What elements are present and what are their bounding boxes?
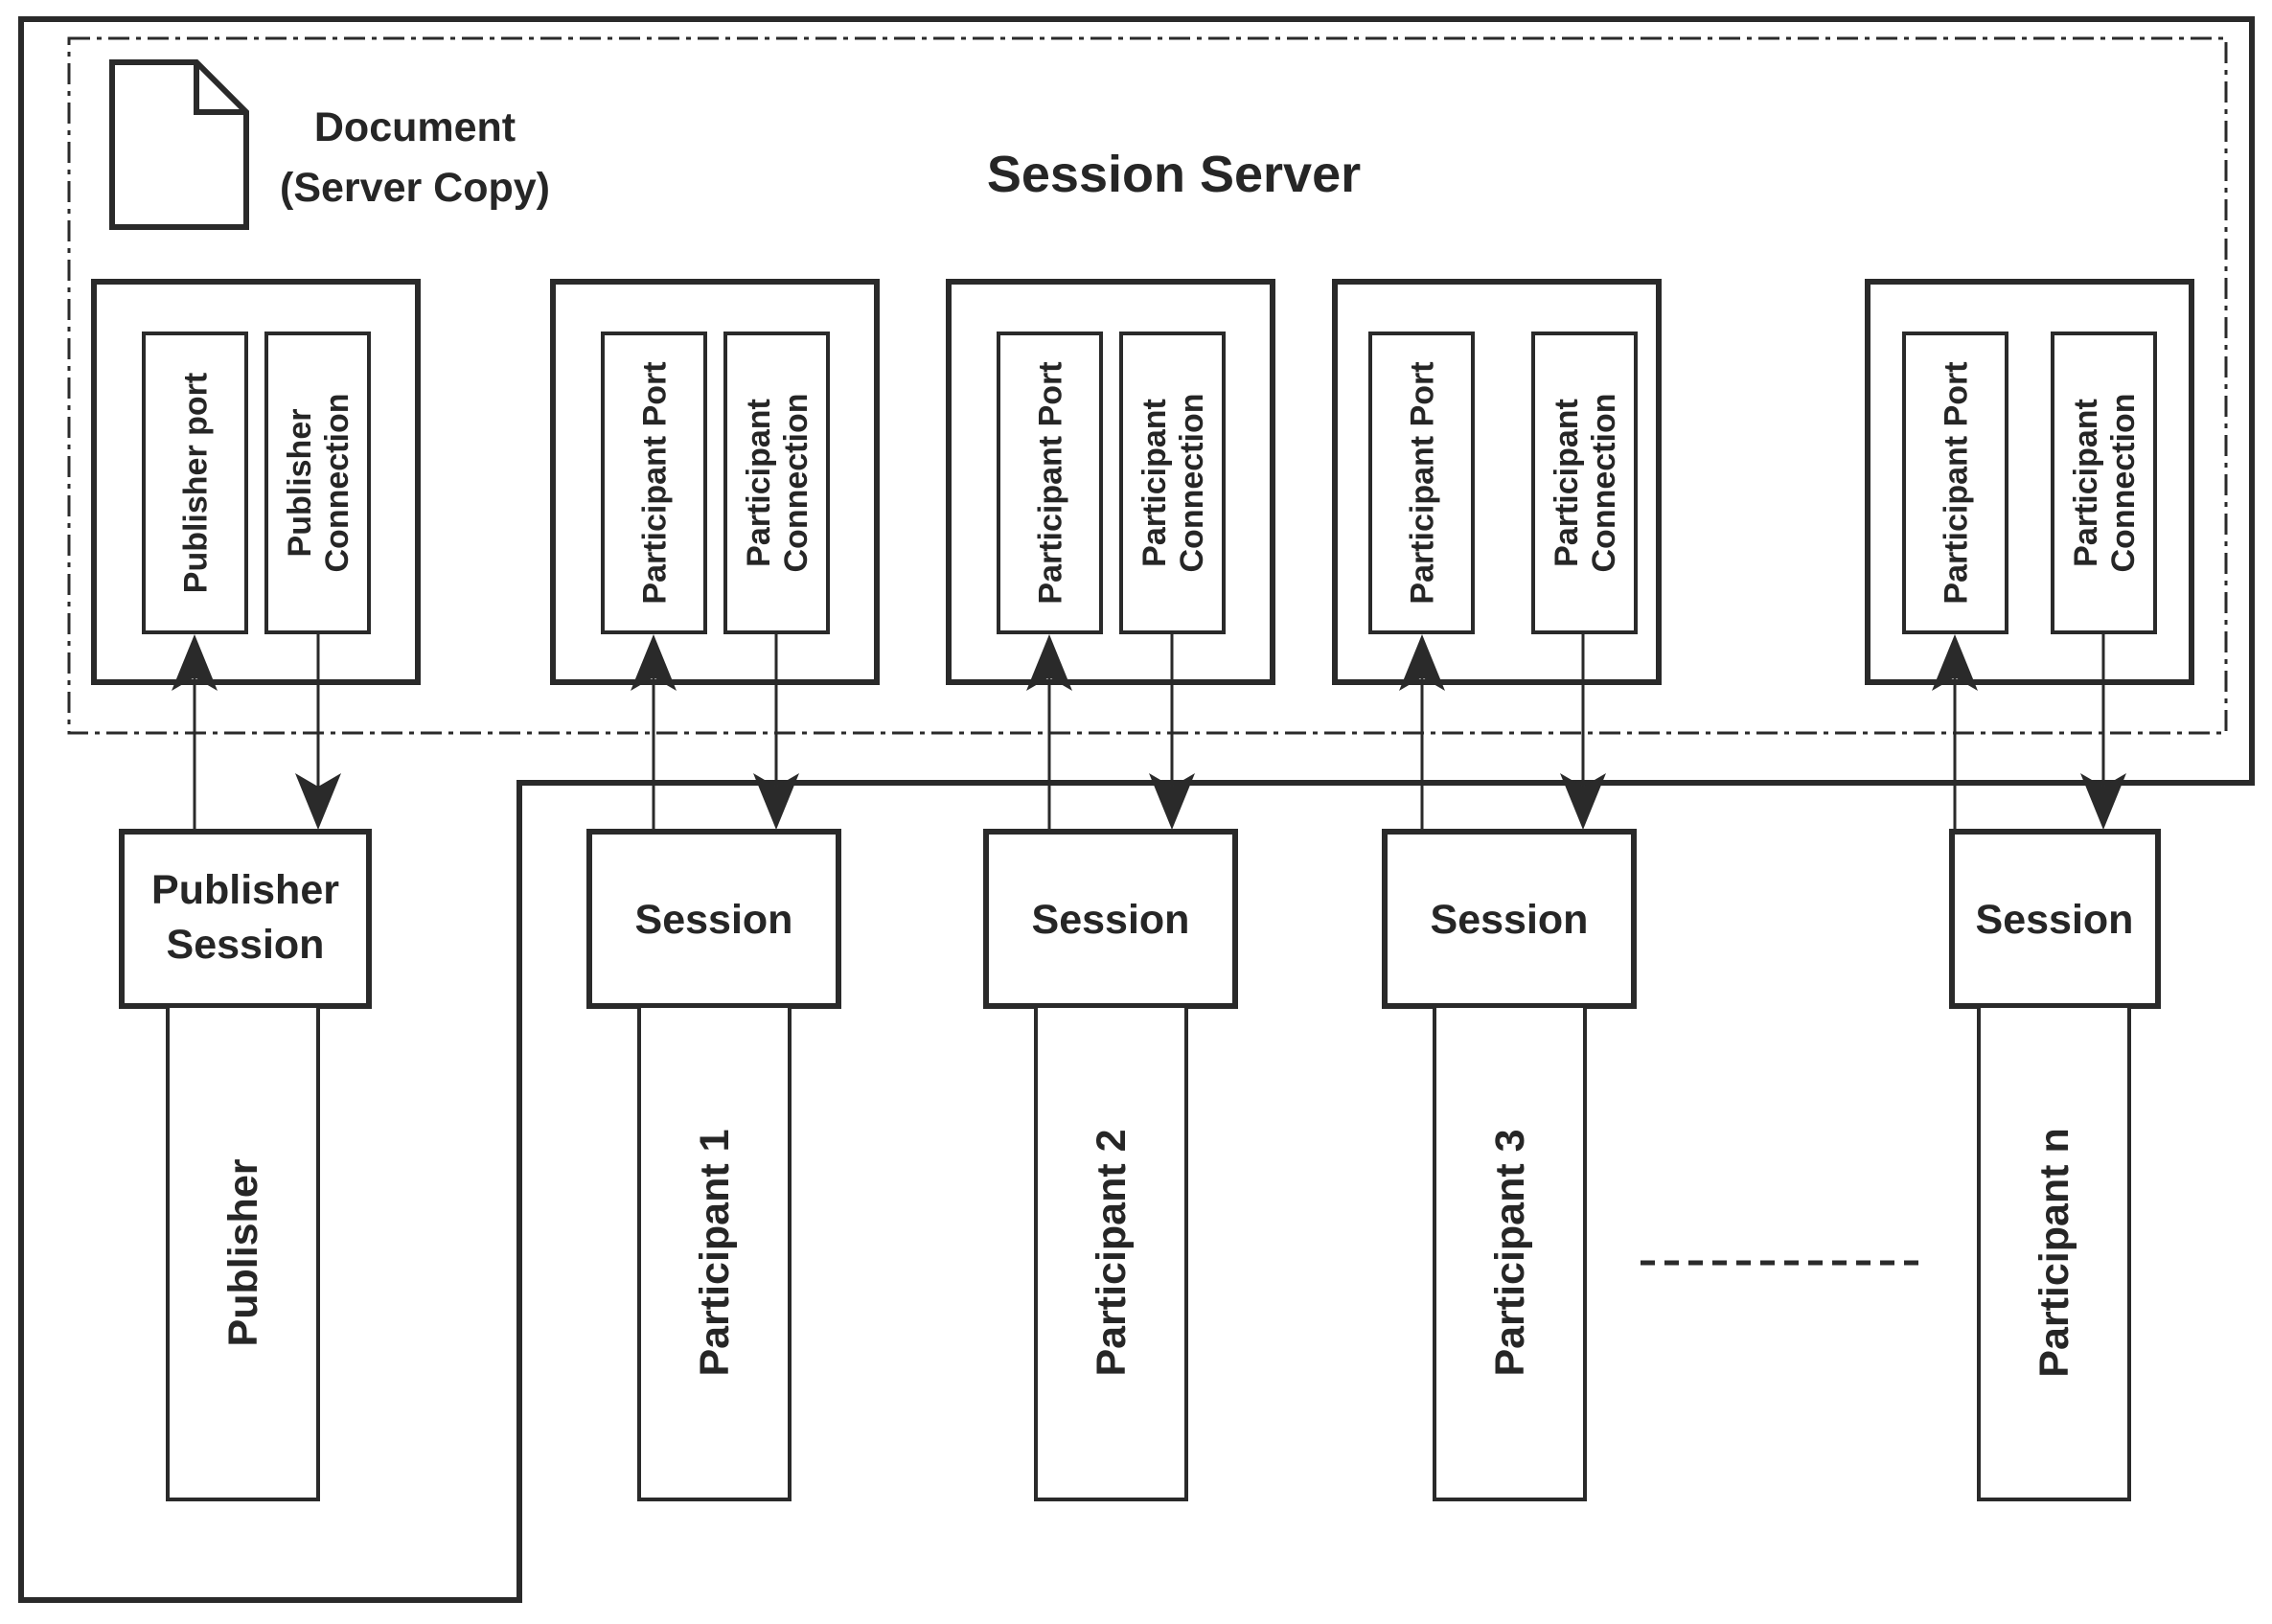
session-3-label: Session — [1431, 897, 1589, 943]
uplink-lines — [193, 640, 1957, 832]
publisher-session-label-line2: Session — [167, 922, 325, 968]
participant2-connection-label-line2: Connection — [1174, 394, 1210, 573]
publisher-box — [166, 1004, 320, 1501]
down-arrowhead-participant-n — [2080, 773, 2126, 830]
participantN-port-label: Participant Port — [1939, 361, 1975, 604]
outer-boundary — [18, 16, 2255, 1603]
up-arrowhead-participant-3 — [1399, 634, 1445, 691]
down-arrowhead-participant-2 — [1149, 773, 1195, 830]
participant2-port-box — [997, 332, 1103, 634]
participantN-group-box — [1865, 279, 2194, 685]
publisher-connection-label-line2: Connection — [319, 394, 356, 573]
down-arrowhead-participant-3 — [1560, 773, 1606, 830]
participantN-port-box — [1902, 332, 2008, 634]
participant-n-box — [1977, 1004, 2131, 1501]
up-arrowhead-participant-1 — [631, 634, 677, 691]
publisher-group: Publisher port Publisher Connection — [91, 279, 421, 685]
document-icon-fold — [194, 62, 246, 115]
participant-group-1: Participant Port Participant Connection — [550, 279, 880, 685]
publisher-label: Publisher — [220, 1158, 266, 1346]
downlink-arrowheads — [295, 773, 2126, 830]
client-row: Publisher Participant 1 Participant 2 Pa… — [166, 1004, 2131, 1501]
up-arrowhead-publisher — [172, 634, 218, 691]
participant-3-box — [1433, 1004, 1587, 1501]
participant1-connection-label-line1: Participant — [741, 399, 777, 567]
down-arrowhead-publisher — [295, 773, 341, 830]
session-1-box — [586, 829, 841, 1009]
participantN-connection-label-line2: Connection — [2105, 394, 2142, 573]
participant1-port-label: Participant Port — [637, 361, 674, 604]
publisher-session-box — [119, 829, 372, 1009]
publisher-port-box — [142, 332, 248, 634]
participant-2-box — [1034, 1004, 1188, 1501]
participantN-connection-label-line1: Participant — [2068, 399, 2104, 567]
session-2-label: Session — [1032, 897, 1190, 943]
participant-1-label: Participant 1 — [692, 1129, 738, 1376]
participant-2-label: Participant 2 — [1089, 1129, 1135, 1376]
participant2-group-box — [946, 279, 1275, 685]
participant1-port-box — [601, 332, 707, 634]
participant2-connection-label-line1: Participant — [1136, 399, 1173, 567]
up-arrowhead-participant-n — [1932, 634, 1978, 691]
uplink-arrowheads — [172, 634, 1978, 691]
participant-group-n: Participant Port Participant Connection — [1865, 279, 2194, 685]
session-server-dashdot-border — [67, 36, 2228, 735]
session-n-box — [1949, 829, 2161, 1009]
participant-1-box — [637, 1004, 792, 1501]
document-label-line2: (Server Copy) — [280, 165, 550, 211]
publisher-port-label: Publisher port — [178, 373, 215, 593]
participant3-group-box — [1332, 279, 1662, 685]
document-label-line1: Document — [314, 104, 516, 150]
participant-n-label: Participant n — [2031, 1128, 2077, 1377]
document-icon — [109, 59, 249, 230]
participant3-connection-label-line1: Participant — [1549, 399, 1585, 567]
up-arrowhead-participant-2 — [1026, 634, 1072, 691]
participant2-port-label: Participant Port — [1033, 361, 1069, 604]
session-1-label: Session — [635, 897, 793, 943]
participant1-connection-label-line2: Connection — [778, 394, 815, 573]
participant-group-2: Participant Port Participant Connection — [946, 279, 1275, 685]
participant1-group-box — [550, 279, 880, 685]
publisher-connection-label-line1: Publisher — [282, 409, 318, 558]
participant3-port-label: Participant Port — [1405, 361, 1441, 604]
session-row: Publisher Session Session Session Sessio… — [119, 829, 2161, 1009]
participant-3-label: Participant 3 — [1487, 1129, 1533, 1376]
document-icon-page — [109, 59, 249, 230]
session-3-box — [1382, 829, 1637, 1009]
participant3-port-box — [1368, 332, 1475, 634]
session-n-label: Session — [1976, 897, 2134, 943]
publisher-session-label-line1: Publisher — [151, 867, 339, 913]
publisher-group-box — [91, 279, 421, 685]
session-server-title: Session Server — [987, 146, 1361, 203]
participant3-connection-label-line2: Connection — [1586, 394, 1622, 573]
down-arrowhead-participant-1 — [753, 773, 799, 830]
downlink-lines — [316, 632, 2105, 824]
participant-group-3: Participant Port Participant Connection — [1332, 279, 1662, 685]
